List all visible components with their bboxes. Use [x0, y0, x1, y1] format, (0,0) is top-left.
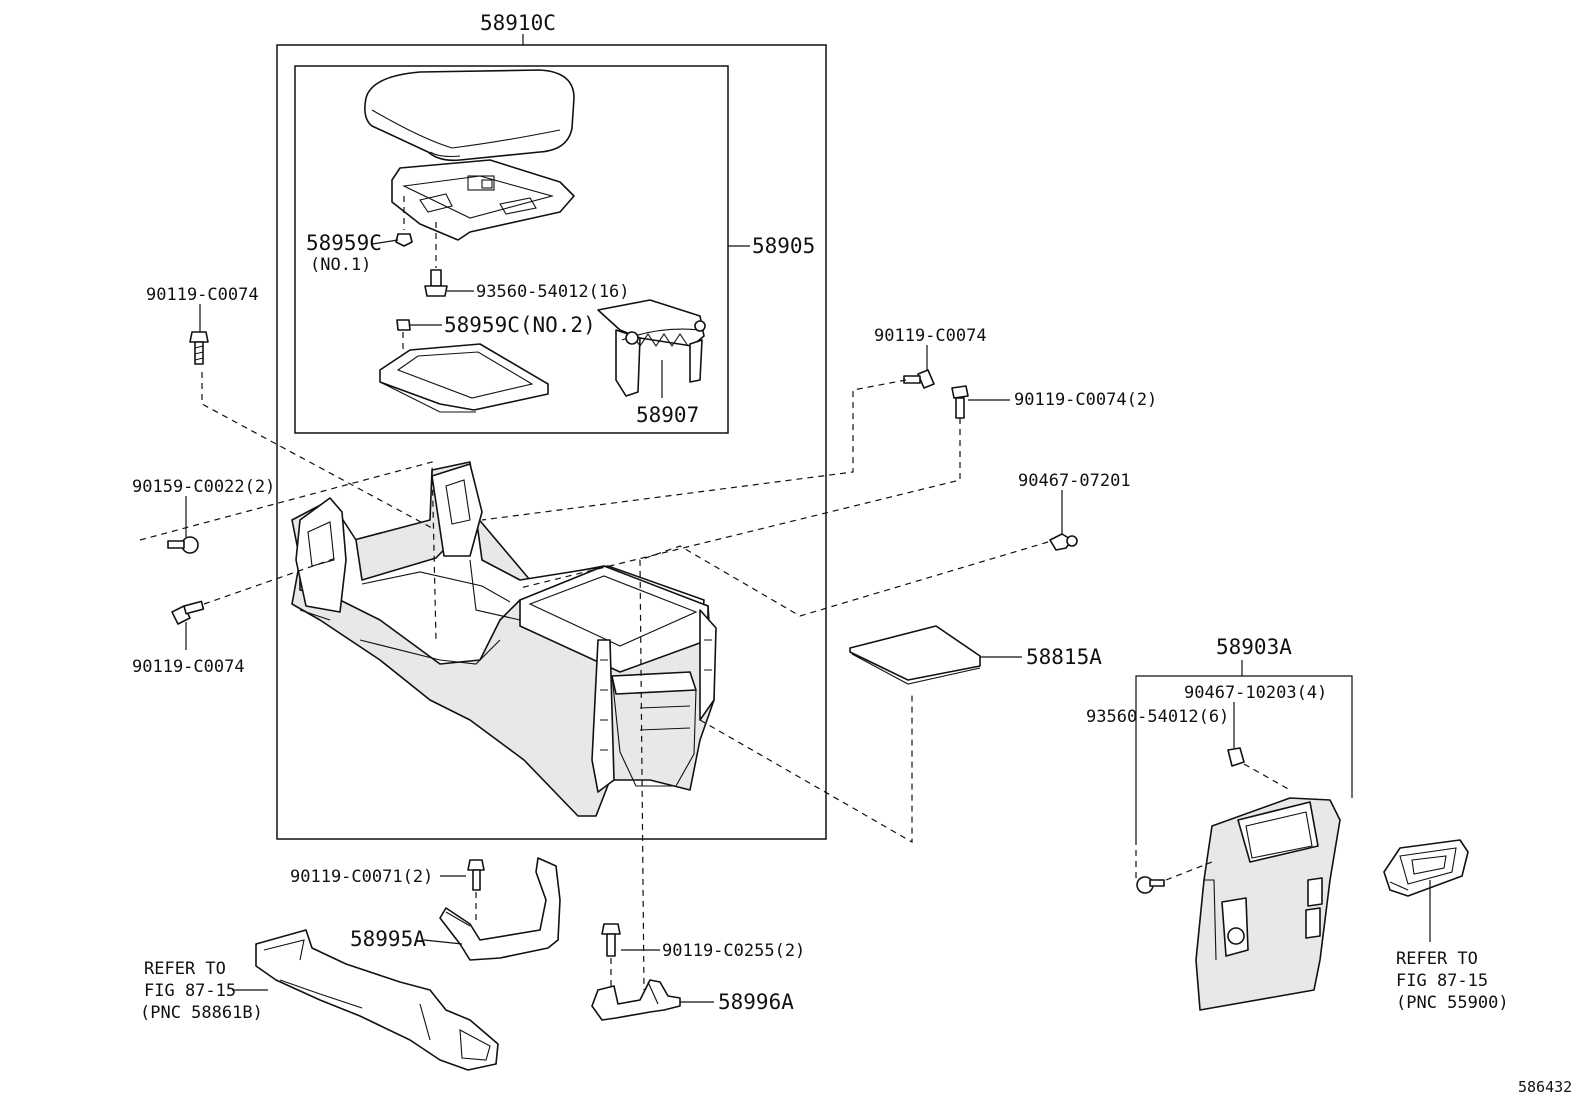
label-58995a: 58995A [350, 927, 426, 951]
bolt-right-2-part [951, 385, 969, 419]
bracket-95-part [439, 857, 561, 961]
bolt-top-mid-part [903, 369, 935, 389]
console-assembly-frame [276, 44, 827, 840]
label-90119-c0255-2: 90119-C0255(2) [662, 941, 805, 961]
label-58959c-no1: 58959C [306, 231, 382, 255]
label-fig-left: FIG 87-15 [144, 981, 236, 1001]
label-58815a: 58815A [1026, 645, 1102, 669]
label-58910c: 58910C [480, 11, 556, 35]
bolt-255-part [601, 923, 621, 957]
armrest-subassembly-frame [294, 65, 729, 434]
label-90119-c0074-left-low: 90119-C0074 [132, 657, 245, 677]
screw-left-2-part [167, 536, 199, 554]
console-tray-part [379, 343, 549, 413]
bolt-top-left-part [189, 331, 209, 365]
screw-16-part [424, 222, 448, 297]
part-labels: 58910C 58905 58959C (NO.1) 93560-54012(1… [132, 11, 1572, 1096]
clip-right-part [1049, 533, 1078, 551]
leader-lines [185, 34, 1431, 1003]
label-58907: 58907 [636, 403, 699, 427]
screw-6-part [1136, 876, 1165, 894]
label-58905: 58905 [752, 234, 815, 258]
label-93560-54012-16: 93560-54012(16) [476, 282, 630, 302]
label-90159-c0022-2: 90159-C0022(2) [132, 477, 275, 497]
bolt-71-part [467, 859, 485, 891]
rear-console-panel-part [1195, 797, 1341, 1011]
figure-number: 586432 [1518, 1078, 1572, 1096]
label-90119-c0074-top-mid: 90119-C0074 [874, 326, 987, 346]
label-refer-to-right: REFER TO [1396, 949, 1478, 969]
bracket-96-part [591, 979, 681, 1021]
label-58959c-no2: 58959C(NO.2) [444, 313, 596, 337]
label-fig-right: FIG 87-15 [1396, 971, 1488, 991]
label-93560-54012-6: 93560-54012(6) [1086, 707, 1229, 727]
label-90467-07201: 90467-07201 [1018, 471, 1131, 491]
label-58996a: 58996A [718, 990, 794, 1014]
label-90119-c0074-2: 90119-C0074(2) [1014, 390, 1157, 410]
armrest-hinge-part [597, 299, 706, 397]
clip-4-part [1227, 747, 1245, 767]
label-no1-note: (NO.1) [310, 255, 371, 275]
armrest-lid-part [364, 69, 575, 162]
label-90467-10203-4: 90467-10203(4) [1184, 683, 1327, 703]
armrest-base-plate-part [391, 159, 575, 241]
label-58903a: 58903A [1216, 635, 1292, 659]
label-90119-c0071-2: 90119-C0071(2) [290, 867, 433, 887]
console-box-part [291, 461, 717, 817]
dashed-connection-lines [139, 372, 1291, 991]
bolt-left-low-part [171, 600, 205, 625]
air-duct-reference-part [255, 929, 499, 1071]
label-90119-c0074-top-left: 90119-C0074 [146, 285, 259, 305]
label-pnc-right: (PNC 55900) [1396, 993, 1509, 1013]
label-pnc-left: (PNC 58861B) [140, 1003, 263, 1023]
console-mat-part [849, 625, 981, 685]
cup-holder-reference-part [1383, 839, 1469, 897]
pin-no2-part [396, 319, 411, 360]
label-refer-to-left: REFER TO [144, 959, 226, 979]
